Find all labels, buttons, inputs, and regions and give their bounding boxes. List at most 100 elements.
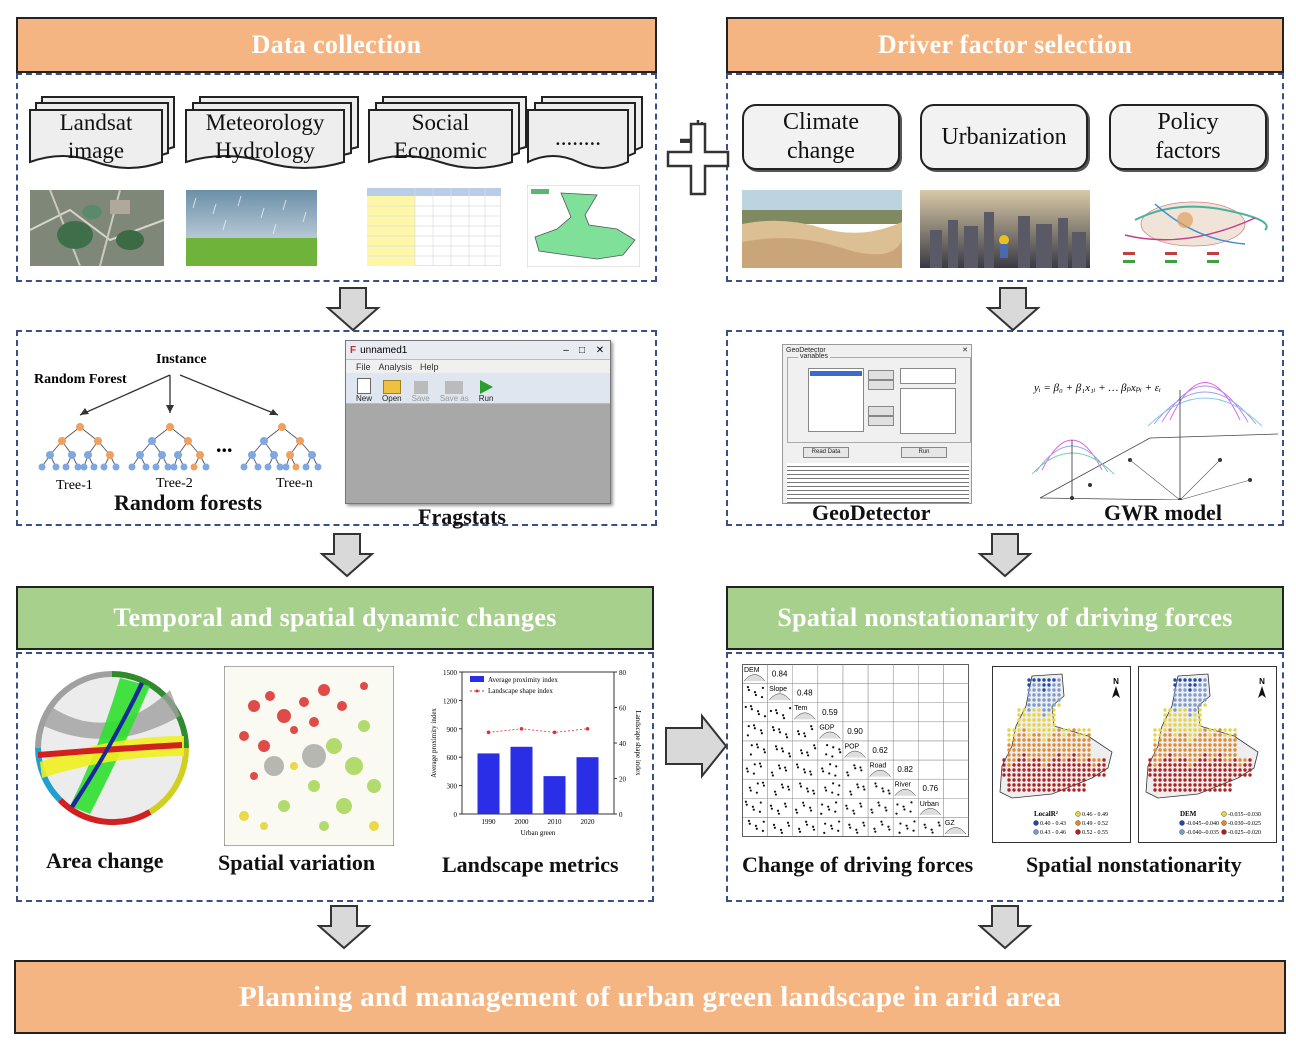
x-variable-list[interactable]: [900, 388, 956, 434]
scatter-point: [773, 826, 776, 829]
y-variable-box[interactable]: [900, 368, 956, 384]
move-left-x-button[interactable]: [868, 416, 894, 426]
menu-help[interactable]: Help: [420, 361, 439, 372]
tool-save-as[interactable]: Save as: [440, 381, 469, 403]
density-curve: [743, 674, 766, 682]
scatter-point: [773, 790, 777, 793]
map-cell-point: [1178, 683, 1182, 687]
map-cell-point: [1017, 728, 1021, 732]
map-cell-point: [1173, 758, 1177, 762]
density-curve: [944, 827, 967, 835]
map-cell-point: [1047, 708, 1051, 712]
map-cell-point: [1218, 733, 1222, 737]
map-cell-point: [1203, 688, 1207, 692]
map-cell-point: [1223, 788, 1227, 792]
map-cell-point: [1173, 683, 1177, 687]
close-icon[interactable]: ✕: [962, 347, 968, 354]
map-cell-point: [1198, 768, 1202, 772]
map-cell-point: [1057, 758, 1061, 762]
map-cell-point: [1228, 743, 1232, 747]
move-right-x-button[interactable]: [868, 406, 894, 416]
minimize-icon[interactable]: –: [563, 344, 569, 356]
scatter-point: [809, 770, 812, 773]
map-cell-point: [1052, 698, 1056, 702]
close-icon[interactable]: ✕: [595, 344, 605, 356]
map-cell-point: [1193, 733, 1197, 737]
run-button[interactable]: Run: [901, 447, 947, 458]
scatter-point: [770, 807, 773, 810]
map-cell-point: [1173, 728, 1177, 732]
scatter-point: [779, 828, 783, 831]
data-source-line1: Landsat: [59, 110, 133, 135]
menu-analysis[interactable]: Analysis: [378, 361, 413, 372]
driver-factor-panel: [726, 73, 1284, 282]
legend-swatch: [1075, 829, 1081, 835]
map-cell-point: [1017, 768, 1021, 772]
scatter-point: [820, 812, 823, 815]
map-cell-point: [1047, 763, 1051, 767]
scatter-point: [756, 782, 759, 785]
map-cell-point: [1163, 708, 1167, 712]
scatter-point: [898, 831, 901, 834]
map-cell-point: [1042, 728, 1046, 732]
data-source-social: Social Economic: [369, 109, 512, 165]
map-cell-point: [1062, 778, 1066, 782]
map-cell-point: [1188, 698, 1192, 702]
gwr-formula: yᵢ = β₀ + β₁x₁ᵢ + … βₚxₚᵢ + εᵢ: [1034, 382, 1161, 394]
map-cell-point: [1173, 773, 1177, 777]
tool-new[interactable]: New: [356, 378, 372, 403]
map-cell-point: [1052, 758, 1056, 762]
scatter-point: [885, 809, 888, 812]
map-cell-point: [1077, 733, 1081, 737]
map-cell-point: [1238, 768, 1242, 772]
data-source-landsat: Landsat image: [30, 109, 162, 165]
map-cell-point: [1178, 768, 1182, 772]
map-cell-point: [1228, 763, 1232, 767]
map-cell-point: [1188, 788, 1192, 792]
move-left-button[interactable]: [868, 380, 894, 390]
fragstats-window-title: unnamed1: [360, 344, 408, 356]
tool-save[interactable]: Save: [412, 381, 430, 403]
driver-urbanization: Urbanization: [920, 104, 1088, 170]
map-cell-point: [1052, 683, 1056, 687]
tool-open[interactable]: Open: [382, 380, 402, 403]
map-cell-point: [1022, 768, 1026, 772]
map-cell-point: [1012, 738, 1016, 742]
variables-list[interactable]: [808, 368, 864, 432]
map-cell-point: [1213, 748, 1217, 752]
map-cell-point: [1153, 773, 1157, 777]
map-cell-point: [1032, 688, 1036, 692]
map-cell-point: [1203, 728, 1207, 732]
run-label: Run: [918, 449, 930, 455]
legend-swatch: [1221, 811, 1227, 817]
map-cell-point: [1077, 763, 1081, 767]
map-cell-point: [1042, 758, 1046, 762]
map-cell-point: [1052, 748, 1056, 752]
map-cell-point: [1248, 768, 1252, 772]
tool-run[interactable]: Run: [479, 380, 493, 403]
map-cell-point: [1057, 763, 1061, 767]
arrow-down-icon: [985, 287, 1041, 332]
map-cell-point: [1082, 738, 1086, 742]
fragstats-titlebar: F unnamed1 – □ ✕: [346, 341, 610, 360]
map-cell-point: [1057, 748, 1061, 752]
scatter-point: [859, 802, 862, 805]
map-cell-point: [1173, 733, 1177, 737]
scatter-point: [812, 828, 816, 831]
map-cell-point: [1007, 778, 1011, 782]
map-cell-point: [1193, 753, 1197, 757]
bar: [543, 776, 566, 814]
menu-file[interactable]: File: [356, 361, 371, 372]
maximize-icon[interactable]: □: [578, 344, 586, 356]
map-cell-point: [1052, 738, 1056, 742]
map-cell-point: [1017, 763, 1021, 767]
move-right-button[interactable]: [868, 370, 894, 380]
map-cell-point: [1233, 748, 1237, 752]
map-cell-point: [1097, 768, 1101, 772]
map-cell-point: [1168, 758, 1172, 762]
geodetector-caption: GeoDetector: [812, 500, 931, 525]
map-cell-point: [1037, 688, 1041, 692]
scatter-point: [799, 782, 802, 785]
read-data-button[interactable]: Read Data: [803, 447, 849, 458]
